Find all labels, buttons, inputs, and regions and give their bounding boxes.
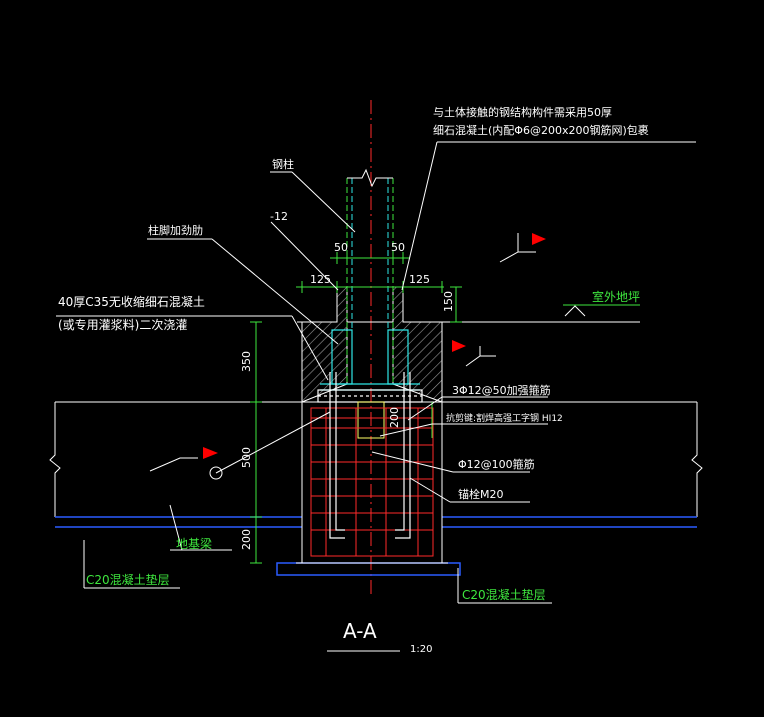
pedestal (296, 401, 448, 564)
grout-label-1: 40厚C35无收缩细石混凝土 (58, 294, 205, 309)
grout-label-2: (或专用灌浆料)二次浇灌 (58, 317, 187, 332)
shear-key-label: 抗剪键:割焊高强工字钢 HI12 (446, 412, 563, 424)
dim-50-right: 50 (391, 241, 405, 254)
grade-lines (49, 321, 703, 517)
anchor-bolts (329, 372, 411, 539)
shear-key (357, 401, 385, 439)
rebar-stirrup-label: Φ12@100箍筋 (458, 457, 535, 471)
steel-column-label: 钢柱 (272, 157, 294, 171)
dim-125-left: 125 (310, 273, 331, 286)
cushion-left-label: C20混凝土垫层 (86, 572, 170, 587)
rebar-top-label: 3Φ12@50加强箍筋 (452, 383, 551, 397)
encasement (301, 286, 443, 403)
ground-beam-label: 地基梁 (176, 536, 212, 551)
dim-150: 150 (442, 291, 455, 312)
dim-200-inner: 200 (388, 407, 401, 428)
encase-label-2: 细石混凝土(内配Φ6@200x200钢筋网)包裹 (433, 123, 649, 137)
stiffener-label: 柱脚加劲肋 (148, 223, 203, 237)
dim-500: 500 (240, 447, 253, 468)
section-scale: 1:20 (410, 644, 432, 655)
dim-50-left: 50 (334, 241, 348, 254)
ground-beam (55, 516, 697, 576)
rebar-cage (310, 407, 434, 557)
elevation-marker-1 (499, 233, 546, 263)
section-title: A-A (343, 619, 377, 643)
steel-column (346, 168, 394, 384)
encase-label-1: 与土体接触的钢结构构件需采用50厚 (433, 105, 612, 119)
plate-thickness-label: -12 (270, 210, 288, 223)
leader-lines (56, 141, 696, 604)
outdoor-grade-label: 室外地坪 (592, 289, 640, 304)
cushion-right-label: C20混凝土垫层 (462, 587, 546, 602)
outdoor-grade-marker (563, 304, 640, 317)
dim-125-right: 125 (409, 273, 430, 286)
elevation-marker-3 (149, 447, 223, 480)
anchor-bolt-label: 锚栓M20 (458, 487, 504, 501)
dimension-lines (250, 252, 462, 564)
dim-350: 350 (240, 351, 253, 372)
elevation-marker-2 (452, 340, 496, 367)
dim-200-left: 200 (240, 529, 253, 550)
